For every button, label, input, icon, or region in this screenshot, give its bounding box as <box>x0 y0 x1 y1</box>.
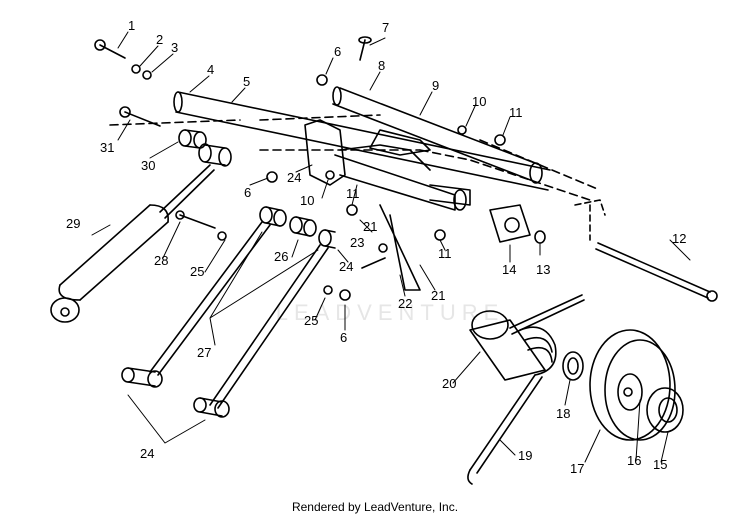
callout-1: 1 <box>128 18 135 33</box>
callout-14: 14 <box>502 262 516 277</box>
callout-9: 9 <box>432 78 439 93</box>
callout-26: 26 <box>274 249 288 264</box>
callout-11a: 11 <box>509 105 523 120</box>
callout-30: 30 <box>141 158 155 173</box>
leader-lines <box>91 31 691 463</box>
shock-absorber <box>50 164 215 323</box>
callout-13: 13 <box>536 262 550 277</box>
callout-8: 8 <box>378 58 385 73</box>
callout-2: 2 <box>156 32 163 47</box>
callout-24b: 24 <box>339 259 353 274</box>
callout-21a: 21 <box>431 288 445 303</box>
watermark: LEADVENTURE <box>275 300 505 325</box>
callout-19: 19 <box>518 448 532 463</box>
callout-28: 28 <box>154 253 168 268</box>
callout-24a: 24 <box>287 170 301 185</box>
pulley <box>589 329 684 441</box>
callout-10a: 10 <box>472 94 486 109</box>
callout-21b: 21 <box>363 219 377 234</box>
cross-tube <box>109 91 601 201</box>
callout-labels: 1 2 3 4 5 6 7 8 9 10 11 12 13 14 15 16 1… <box>66 18 686 476</box>
callout-5: 5 <box>243 74 250 89</box>
callout-4: 4 <box>207 62 214 77</box>
callout-16: 16 <box>627 453 641 468</box>
bushing <box>178 129 232 167</box>
callout-6b: 6 <box>244 185 251 200</box>
callout-18: 18 <box>556 406 570 421</box>
callout-7: 7 <box>382 20 389 35</box>
callout-6a: 6 <box>334 44 341 59</box>
callout-24c: 24 <box>140 446 154 461</box>
callout-25b: 25 <box>304 313 318 328</box>
hardware <box>94 36 506 301</box>
callout-22: 22 <box>398 296 412 311</box>
callout-25a: 25 <box>190 264 204 279</box>
callout-17: 17 <box>570 461 584 476</box>
callout-31: 31 <box>100 140 114 155</box>
footer-credit: Rendered by LeadVenture, Inc. <box>291 500 459 514</box>
spacer <box>489 199 718 302</box>
callout-20: 20 <box>442 376 456 391</box>
callout-12: 12 <box>672 231 686 246</box>
callout-29: 29 <box>66 216 80 231</box>
callout-6c: 6 <box>340 330 347 345</box>
spring-assembly <box>467 294 585 485</box>
callout-10b: 10 <box>300 193 314 208</box>
callout-23: 23 <box>350 235 364 250</box>
link-rods <box>121 206 336 418</box>
pivot-bracket <box>304 119 471 291</box>
callout-27: 27 <box>197 345 211 360</box>
callout-15: 15 <box>653 457 667 472</box>
upper-tube <box>332 86 543 184</box>
callout-3: 3 <box>171 40 178 55</box>
callout-11b: 11 <box>438 246 452 261</box>
callout-11c: 11 <box>346 186 360 201</box>
